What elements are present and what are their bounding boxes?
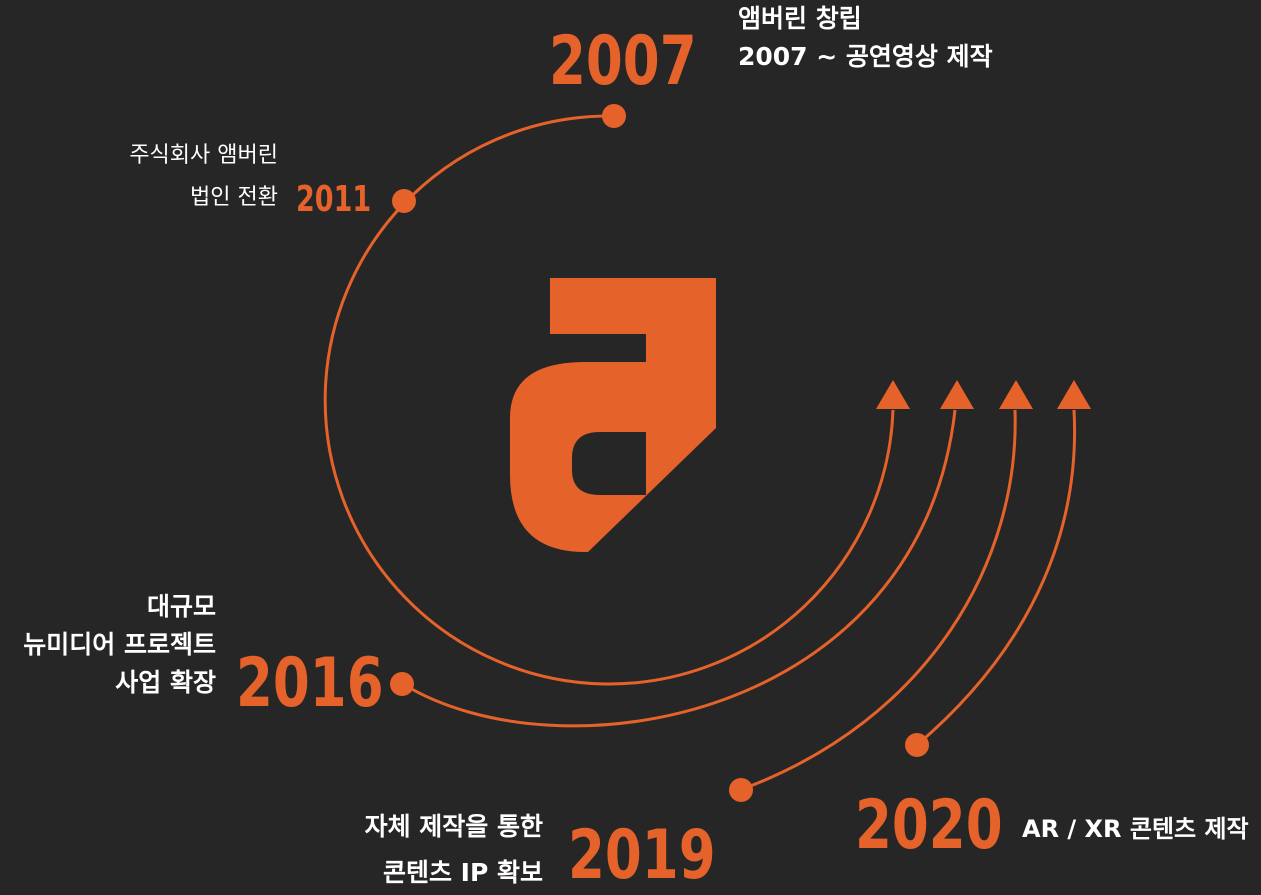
desc-2011-line1: 주식회사 앰버린 [129, 143, 278, 168]
dot-2016 [390, 672, 414, 696]
dot-2007 [602, 104, 626, 128]
main-timeline-arc [323, 114, 895, 686]
letter-a-logo-icon [510, 278, 716, 552]
desc-2016-line1: 대규모 [146, 592, 216, 621]
desc-2016: 대규모 뉴미디어 프로젝트 사업 확장 [23, 588, 216, 702]
desc-2007-line2: 2007 ~ 공연영상 제작 [738, 42, 993, 71]
arrow-head-icon [876, 380, 910, 409]
desc-2019-line1: 자체 제작을 통한 [364, 812, 543, 841]
dot-2011 [392, 189, 416, 213]
dot-2020 [905, 733, 929, 757]
arrow-head-icon [999, 380, 1033, 409]
arrow-head-icon [940, 380, 974, 409]
desc-2016-line3: 사업 확장 [115, 668, 216, 697]
year-2007: 2007 [549, 22, 697, 101]
arc-2019 [739, 409, 1017, 792]
desc-2011-line2: 법인 전환 [190, 185, 278, 210]
dot-2019 [729, 778, 753, 802]
desc-2007: 앰버린 창립 2007 ~ 공연영상 제작 [738, 0, 993, 76]
year-2011: 2011 [296, 179, 372, 220]
arc-2020 [916, 409, 1077, 747]
desc-2007-line1: 앰버린 창립 [738, 4, 862, 33]
arc-2016 [402, 409, 957, 728]
desc-2011: 주식회사 앰버린 법인 전환 [129, 137, 278, 217]
desc-2019: 자체 제작을 통한 콘텐츠 IP 확보 [365, 808, 543, 892]
desc-2019-line2: 콘텐츠 IP 확보 [382, 858, 543, 887]
year-2016: 2016 [236, 644, 384, 723]
desc-2020: AR / XR 콘텐츠 제작 [1022, 810, 1249, 848]
desc-2020-line1: AR / XR 콘텐츠 제작 [1022, 815, 1249, 843]
arrow-head-icon [1057, 380, 1091, 409]
desc-2016-line2: 뉴미디어 프로젝트 [23, 630, 216, 659]
year-2020: 2020 [855, 786, 1003, 865]
year-2019: 2019 [568, 816, 716, 895]
